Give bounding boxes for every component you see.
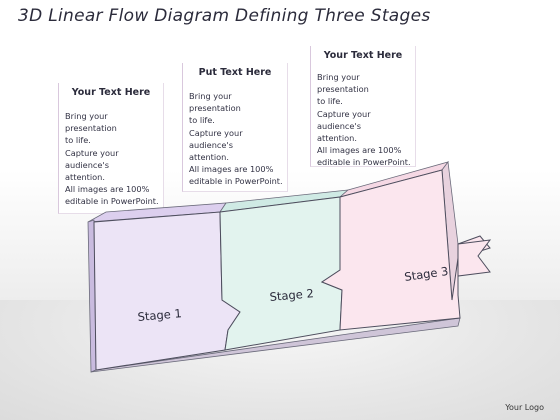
text-note-2: Put Text Here Bring your presentation to… <box>182 63 288 192</box>
logo-placeholder: Your Logo <box>505 403 544 412</box>
stage-2-label: Stage 2 <box>269 286 314 304</box>
note-body: Bring your presentation to life. Capture… <box>317 72 411 168</box>
stage-1-label: Stage 1 <box>137 306 182 324</box>
text-note-3: Your Text Here Bring your presentation t… <box>310 46 416 167</box>
stage-3-label: Stage 3 <box>403 264 449 284</box>
stage-2-front-face <box>219 196 343 351</box>
note-heading: Your Text Here <box>71 87 151 98</box>
note-body: Bring your presentation to life. Capture… <box>65 111 159 207</box>
note-heading: Put Text Here <box>198 67 272 78</box>
stage-1-front-face <box>93 211 241 371</box>
page-title: 3D Linear Flow Diagram Defining Three St… <box>18 6 431 26</box>
stage-3-arrow-tab <box>457 239 492 277</box>
note-body: Bring your presentation to life. Capture… <box>189 91 283 187</box>
note-heading: Your Text Here <box>323 50 403 61</box>
